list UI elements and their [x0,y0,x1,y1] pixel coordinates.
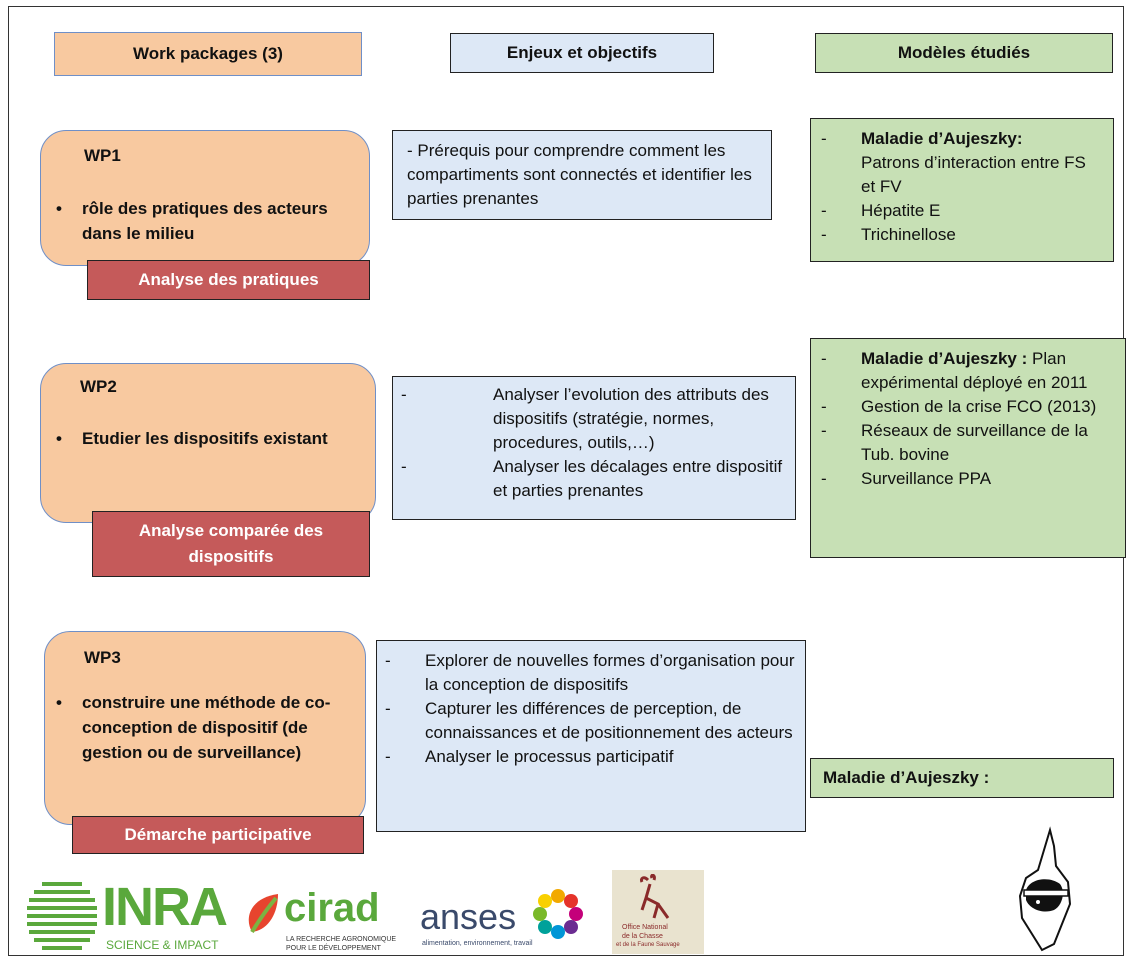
wp3-tag-label: Démarche participative [124,825,312,844]
wp1-enjeux-text: - Prérequis pour comprendre comment les … [407,141,752,208]
wp1-title: WP1 [84,146,121,165]
anses-flower-icon [533,889,583,939]
header-enjeux: Enjeux et objectifs [450,33,714,73]
wp2-enjeux-item: -Analyser l’evolution des attributs des … [401,385,769,452]
header-enjeux-label: Enjeux et objectifs [506,43,658,62]
wp3-title: WP3 [84,648,121,667]
cirad-logo-text: cirad [284,886,380,930]
inra-logo: INRA SCIENCE & IMPACT [24,876,228,956]
cirad-logo: cirad LA RECHERCHE AGRONOMIQUE POUR LE D… [244,886,404,956]
cirad-leaf-icon [248,894,278,934]
wp2-tag-label: Analyse comparée des dispositifs [138,521,324,566]
wp3-enjeux-item: -Capturer les différences de perception,… [385,699,793,742]
anses-logo: anses alimentation, environnement, trava… [420,880,590,956]
oncfs-text-1: Office National [622,924,668,931]
corsica-moor-head-icon [1018,826,1072,952]
wp2-bullet: • Etudier les dispositifs existant [56,426,366,451]
wp3-enjeux-item: -Explorer de nouvelles formes d’organisa… [385,651,795,694]
header-work-packages: Work packages (3) [54,32,362,76]
wp1-tag-label: Analyse des pratiques [138,270,319,289]
wp2-title: WP2 [80,377,117,396]
wp2-modele-item: -Surveillance PPA [821,469,992,488]
wp2-modele-item: -Maladie d’Aujeszky : Plan expérimental … [821,349,1088,392]
wp1-modele-item: -Trichinellose [821,225,956,244]
wp2-modele-item: -Réseaux de surveillance de la Tub. bovi… [821,421,1088,464]
anses-logo-text: anses [420,896,517,937]
wp3-tag: Démarche participative [72,816,364,854]
wp2-modeles-box: -Maladie d’Aujeszky : Plan expérimental … [810,338,1126,558]
bullet-dot-icon: • [56,429,62,448]
oncfs-text-3: et de la Faune Sauvage [616,942,680,948]
inra-globe-icon [27,882,97,950]
header-modeles-label: Modèles étudiés [897,43,1031,62]
wp3-enjeux-box: -Explorer de nouvelles formes d’organisa… [376,640,806,832]
cirad-logo-subtext-1: LA RECHERCHE AGRONOMIQUE [286,936,397,943]
wp2-bullet-text: Etudier les dispositifs existant [82,429,328,448]
wp1-bullet-text: rôle des pratiques des acteurs dans le m… [82,199,328,243]
inra-logo-subtext: SCIENCE & IMPACT [106,938,219,952]
wp2-enjeux-box: -Analyser l’evolution des attributs des … [392,376,796,520]
wp2-enjeux-item: -Analyser les décalages entre dispositif… [401,457,783,500]
wp1-modeles-box: -Maladie d’Aujeszky:Patrons d’interactio… [810,118,1114,262]
wp3-modeles-text: Maladie d’Aujeszky : [823,768,990,787]
wp2-tag: Analyse comparée des dispositifs [92,511,370,577]
wp1-modele-item: -Maladie d’Aujeszky:Patrons d’interactio… [821,129,1086,196]
wp1-enjeux-box: - Prérequis pour comprendre comment les … [392,130,772,220]
wp1-modele-item: -Hépatite E [821,201,941,220]
oncfs-text-2: de la Chasse [622,933,663,940]
header-work-packages-label: Work packages (3) [133,44,283,63]
anses-logo-subtext: alimentation, environnement, travail [422,940,533,947]
wp3-bullet-text: construire une méthode de co-conception … [82,693,331,762]
header-modeles: Modèles étudiés [815,33,1113,73]
wp3-bullet: • construire une méthode de co-conception… [56,690,356,765]
wp2-modele-item: -Gestion de la crise FCO (2013) [821,397,1097,416]
wp1-bullet: • rôle des pratiques des acteurs dans le … [56,196,356,246]
corsica-logo [1010,826,1080,954]
inra-logo-text: INRA [102,877,228,937]
bullet-dot-icon: • [56,693,62,712]
wp3-modeles-box: Maladie d’Aujeszky : [810,758,1114,798]
oncfs-logo: Office National de la Chasse et de la Fa… [612,870,704,954]
bullet-dot-icon: • [56,199,62,218]
cirad-logo-subtext-2: POUR LE DÉVELOPPEMENT [286,945,381,952]
wp1-tag: Analyse des pratiques [87,260,370,300]
wp2-card [40,363,376,523]
deer-icon [640,874,670,919]
wp3-enjeux-item: -Analyser le processus participatif [385,747,674,766]
